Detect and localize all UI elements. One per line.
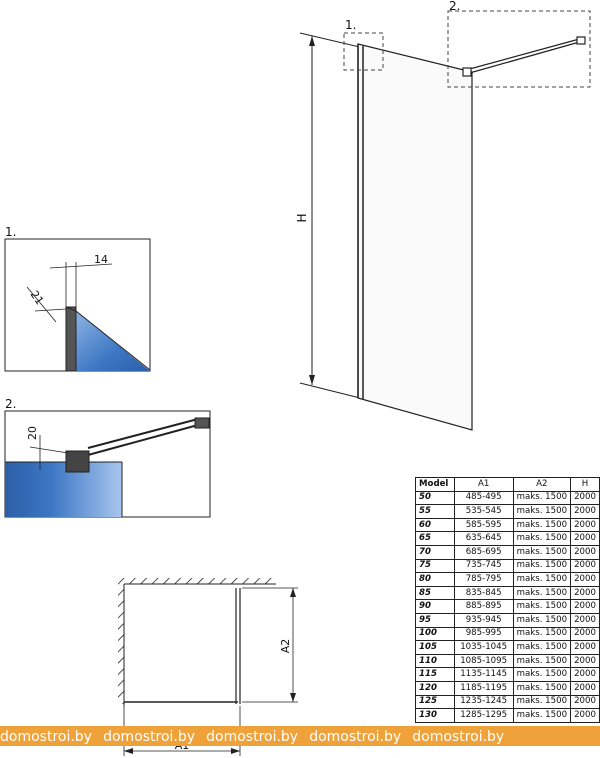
watermark-banner: domostroi.by domostroi.by domostroi.by d… bbox=[0, 726, 600, 746]
callout-label-1: 1. bbox=[345, 18, 356, 32]
main-panel-view bbox=[299, 10, 591, 431]
watermark-text: domostroi.by bbox=[412, 729, 505, 745]
col-a2: A2 bbox=[512, 477, 572, 492]
detail-2-view bbox=[4, 410, 211, 518]
detail-2-label: 2. bbox=[5, 397, 16, 411]
dim-a2: A2 bbox=[279, 639, 292, 654]
callout-label-2: 2. bbox=[449, 0, 460, 13]
clamp-block bbox=[65, 450, 90, 473]
watermark-text: domostroi.by bbox=[0, 729, 92, 745]
watermark-text: domostroi.by bbox=[309, 729, 402, 745]
col-model: Model bbox=[415, 477, 455, 492]
dim-20: 20 bbox=[26, 426, 39, 440]
height-label: H bbox=[295, 213, 309, 222]
stabilizer-bar bbox=[465, 40, 584, 75]
plan-view bbox=[118, 578, 298, 756]
callout-box-2 bbox=[447, 10, 591, 88]
glass-panel bbox=[357, 43, 473, 431]
col-h: H bbox=[570, 477, 600, 492]
watermark-text: domostroi.by bbox=[206, 729, 299, 745]
detail-1-label: 1. bbox=[5, 225, 16, 239]
col-a1: A1 bbox=[453, 477, 514, 492]
dim-14: 14 bbox=[94, 253, 108, 266]
callout-box-1 bbox=[343, 32, 384, 71]
table-header-row: Model A1 A2 H bbox=[415, 477, 600, 492]
detail-1-view bbox=[4, 238, 151, 372]
stabilizer-clamp bbox=[462, 67, 472, 77]
watermark-text: domostroi.by bbox=[103, 729, 196, 745]
wall-profile bbox=[65, 306, 77, 372]
